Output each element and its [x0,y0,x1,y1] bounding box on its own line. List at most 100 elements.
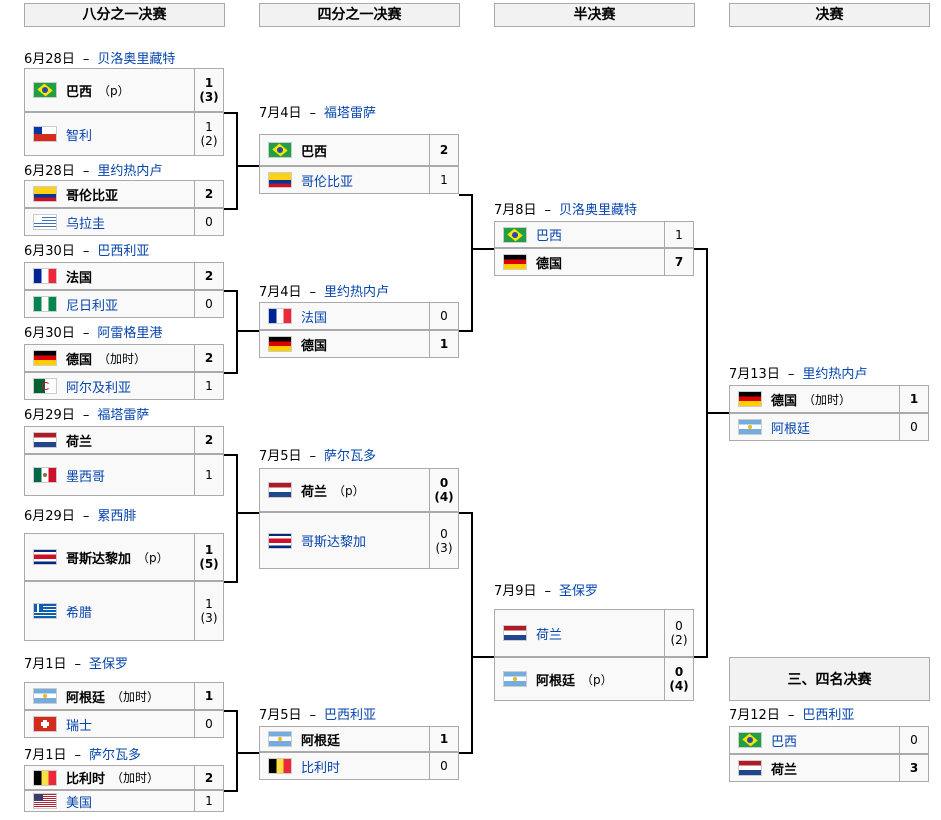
team-name[interactable]: 阿根廷 [66,690,106,706]
score-cell: 1 [664,222,693,247]
team-row: 荷兰 3 [729,754,929,782]
score: 3 [909,761,919,775]
team-name[interactable]: 阿尔及利亚 [66,380,132,396]
venue-link[interactable]: 福塔雷萨 [97,408,150,423]
team-name[interactable]: 比利时 [301,760,341,776]
flag-icon [33,688,57,704]
score: 7 [674,255,684,269]
score-cell: 0(4) [664,658,693,700]
team-name[interactable]: 哥斯达黎加 [301,535,367,550]
score: 1 [205,468,213,482]
venue-link[interactable]: 阿雷格里港 [97,326,163,341]
match-info: 7月13日–里约热内卢 [729,363,867,382]
team-name[interactable]: 法国 [301,310,328,326]
score-cell: 1 [194,683,223,709]
match-date: 6月29日 [24,509,75,524]
match-date: 7月9日 [494,584,537,599]
team-cell: 德国（加时） [730,386,900,412]
team-name[interactable]: 荷兰 [771,762,798,778]
venue-link[interactable]: 里约热内卢 [97,164,163,179]
team-cell: 荷兰 [730,755,900,781]
team-cell: 尼日利亚 [25,291,195,317]
team-name[interactable]: 荷兰 [536,627,563,643]
team-name[interactable]: 哥斯达黎加 [66,551,132,567]
penalty-score: (4) [434,490,454,504]
venue-link[interactable]: 贝洛奥里藏特 [97,52,176,67]
team-name[interactable]: 乌拉圭 [66,216,106,232]
score-cell: 2 [194,345,223,371]
score-cell: 2 [194,427,223,453]
venue-link[interactable]: 萨尔瓦多 [89,748,142,763]
team-name[interactable]: 巴西 [66,84,93,100]
score: 1 [205,379,213,393]
result-note: （加时） [111,689,160,704]
score: 1 [204,543,214,557]
venue-link[interactable]: 巴西利亚 [324,708,377,723]
penalty-score: (2) [200,134,218,148]
team-name[interactable]: 法国 [66,270,93,286]
venue-link[interactable]: 福塔雷萨 [324,106,377,121]
team-name[interactable]: 墨西哥 [66,469,106,485]
team-name[interactable]: 美国 [66,795,93,811]
score: 2 [204,433,214,447]
score: 0 [205,215,213,229]
team-name[interactable]: 巴西 [536,229,563,244]
venue-link[interactable]: 巴西利亚 [802,708,855,723]
venue-link[interactable]: 圣保罗 [89,657,129,672]
team-cell: 德国（加时） [25,345,195,371]
score: 2 [204,351,214,365]
team-name[interactable]: 巴西 [771,734,798,750]
team-name[interactable]: 瑞士 [66,718,93,734]
team-name[interactable]: 荷兰 [301,484,328,500]
team-name[interactable]: 荷兰 [66,434,93,450]
flag-icon [268,336,292,352]
team-name[interactable]: 阿根廷 [301,733,341,749]
team-name[interactable]: 德国 [536,256,563,272]
separator: – [82,164,90,179]
team-cell: 阿根廷 [260,727,430,751]
venue-link[interactable]: 累西腓 [97,509,137,524]
score-cell: 1 [194,455,223,495]
score: 0 [675,619,683,633]
team-name[interactable]: 阿根廷 [771,421,811,437]
match-info: 7月5日–萨尔瓦多 [259,445,376,464]
flag-icon [33,769,57,786]
venue-link[interactable]: 贝洛奥里藏特 [559,203,638,218]
flag-icon [33,432,57,448]
separator: – [82,408,90,423]
team-name[interactable]: 德国 [66,352,93,368]
venue-link[interactable]: 圣保罗 [559,584,599,599]
team-name[interactable]: 阿根廷 [536,673,576,689]
penalty-score: (3) [435,540,453,555]
team-name[interactable]: 哥伦比亚 [301,174,354,190]
team-row: 德国（加时）1 [729,385,929,413]
venue-link[interactable]: 里约热内卢 [802,367,868,382]
score-cell: 0 [899,727,928,753]
team-name[interactable]: 巴西 [301,144,328,160]
team-name[interactable]: 希腊 [66,605,93,621]
match-date: 7月4日 [259,285,302,300]
score: 0 [205,717,213,731]
score: 2 [204,269,214,283]
venue-link[interactable]: 巴西利亚 [97,244,150,259]
team-name[interactable]: 哥伦比亚 [66,188,119,204]
team-name[interactable]: 比利时 [66,772,106,787]
team-row: 哥伦比亚 1 [259,166,459,194]
venue-link[interactable]: 萨尔瓦多 [324,449,377,464]
score-cell: 2 [194,766,223,789]
score-cell: 1 [429,167,458,193]
team-name[interactable]: 智利 [66,128,93,144]
team-cell: 美国 [25,791,195,811]
score: 1 [205,120,213,134]
team-row: 法国 2 [24,262,224,290]
team-name[interactable]: 尼日利亚 [66,298,119,314]
header-round-of-16: 八分之一决赛 [24,3,225,27]
team-cell: 希腊 [25,582,195,640]
team-name[interactable]: 德国 [301,338,328,354]
team-name[interactable]: 德国 [771,393,798,409]
venue-link[interactable]: 里约热内卢 [324,285,390,300]
header-quarterfinals: 四分之一决赛 [259,3,460,27]
flag-icon [33,214,57,230]
